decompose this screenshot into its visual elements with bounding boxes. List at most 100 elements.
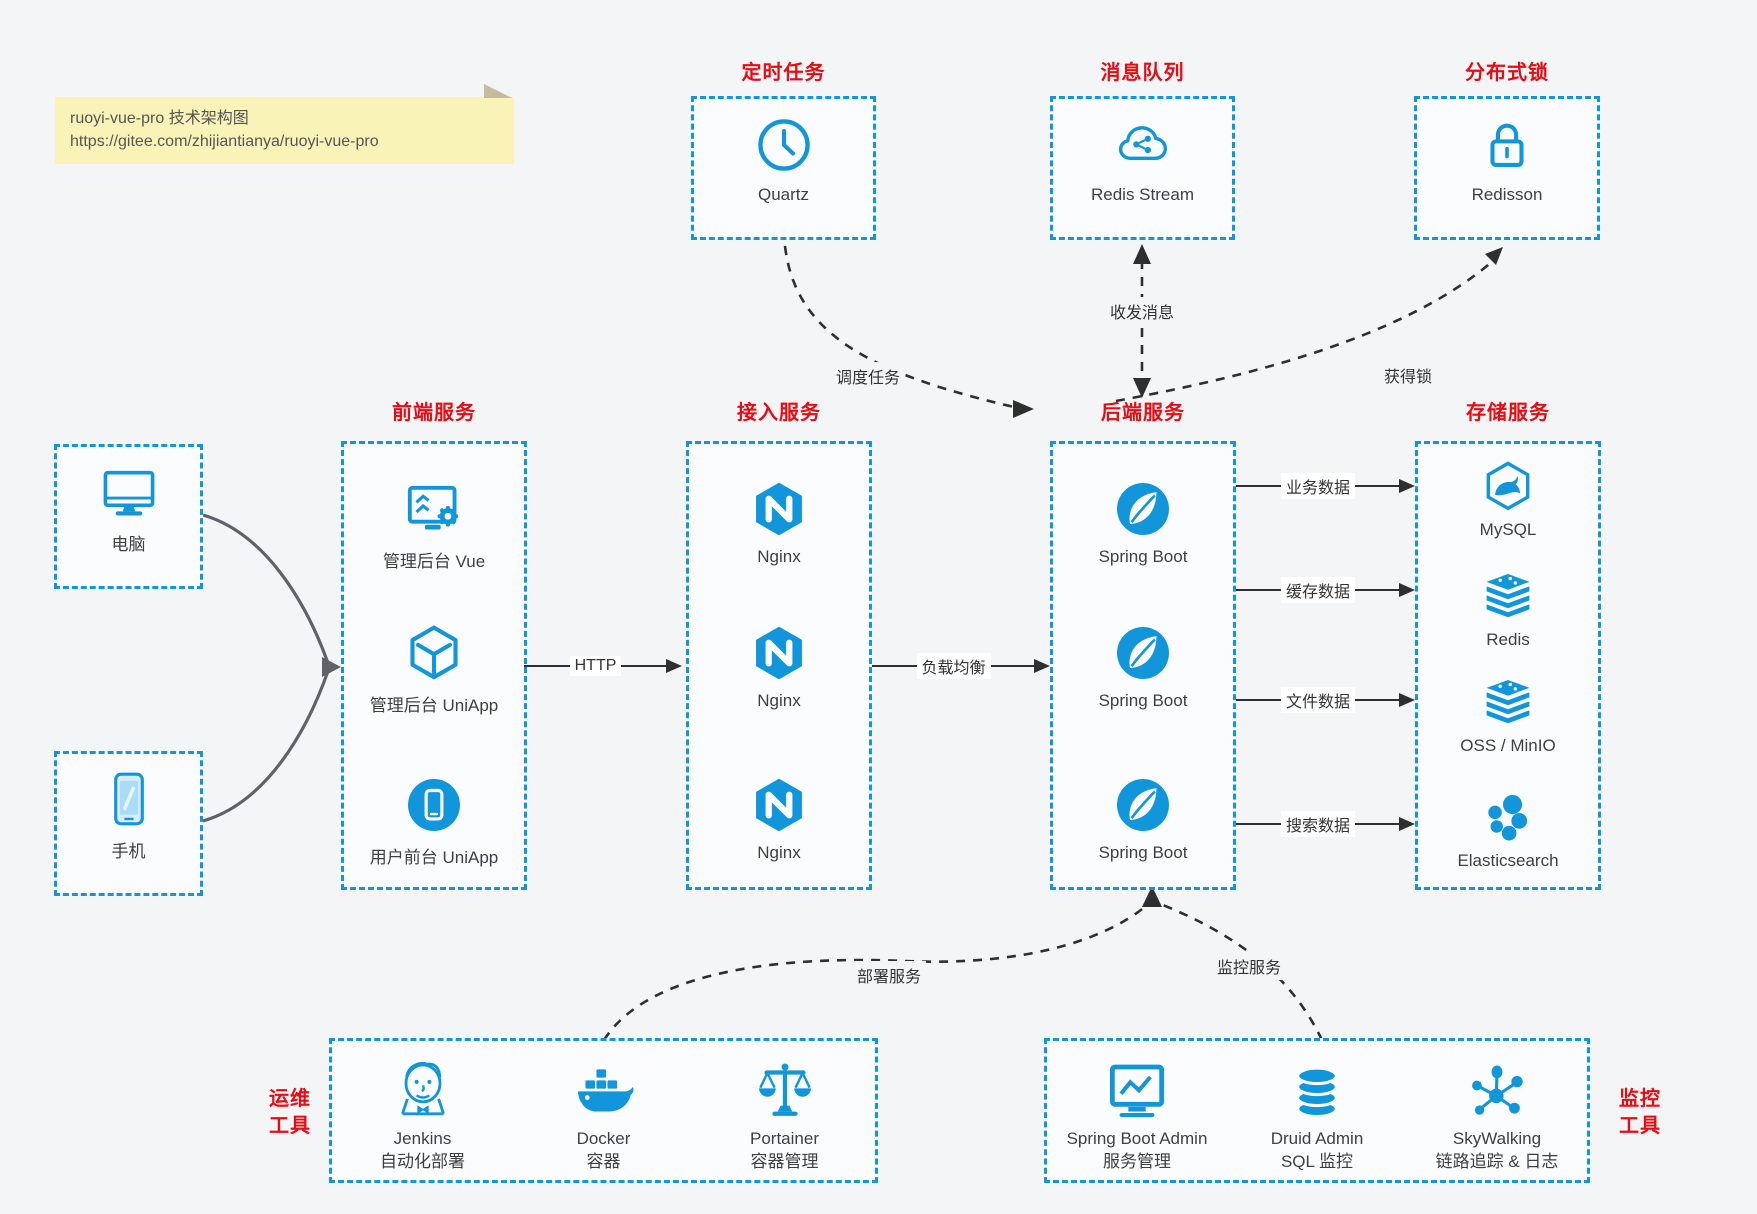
client-label: 电脑 [111, 535, 146, 554]
tech-label: Redis [1486, 630, 1530, 649]
oss-stack-icon [1486, 679, 1530, 724]
tool-subtitle: 容器 [586, 1152, 621, 1171]
tech-label: Spring Boot [1098, 547, 1188, 566]
tool-name: SkyWalking [1452, 1129, 1542, 1148]
tech-label: Nginx [757, 691, 801, 710]
edge-business-data: 业务数据 [1236, 473, 1416, 499]
side-title-ops-tools: 运维 工具 [258, 1086, 322, 1140]
arrowhead-http [666, 659, 682, 673]
tech-label: Redisson [1471, 185, 1543, 204]
arrowhead-load-balance [1034, 659, 1051, 673]
frontend-item-admin-vue: 管理后台 Vue [344, 480, 524, 572]
tech-label: Spring Boot [1098, 843, 1188, 862]
mysql-icon [1486, 461, 1530, 511]
edge-search-data: 搜索数据 [1236, 811, 1416, 837]
tech-label: 用户前台 UniApp [369, 848, 499, 867]
column-box-frontend: 管理后台 Vue 管理后台 UniApp 用户前台 UniApp [341, 441, 527, 890]
monitor-item-spring-boot-admin: Spring Boot Admin 服务管理 [1047, 1051, 1227, 1173]
clock-icon [757, 119, 810, 171]
nginx-icon [756, 626, 802, 680]
tool-subtitle: 链路追踪 & 日志 [1435, 1152, 1559, 1171]
spring-boot-icon [1117, 779, 1169, 831]
tech-label: Redis Stream [1091, 185, 1194, 204]
edge-label-search-data: 搜索数据 [1281, 811, 1356, 837]
column-title-backend: 后端服务 [1101, 402, 1185, 424]
storage-item-mysql: MySQL [1418, 460, 1598, 540]
nginx-icon [756, 778, 802, 832]
edge-load-balance: 负载均衡 [872, 653, 1051, 679]
spring-boot-icon [1117, 627, 1169, 679]
tool-subtitle: SQL 监控 [1280, 1152, 1354, 1171]
edge-label-deploy-service: 部署服务 [851, 961, 927, 989]
client-box-desktop: 电脑 [54, 444, 203, 589]
group-box-message-queue: Redis Stream [1050, 96, 1235, 240]
arrowhead-cache-data [1399, 583, 1416, 597]
tech-label: 管理后台 UniApp [369, 696, 499, 715]
arrowhead-mq-down [1133, 378, 1151, 398]
edge-desktop-to-frontend [202, 513, 330, 664]
tech-label: Spring Boot [1098, 691, 1188, 710]
note-url: https://gitee.com/zhijiantianya/ruoyi-vu… [70, 133, 379, 150]
tool-subtitle: 自动化部署 [380, 1152, 465, 1171]
column-title-frontend: 前端服务 [392, 402, 476, 424]
arrowhead-schedule [1013, 400, 1034, 418]
redis-stream-cloud-icon [1118, 126, 1167, 160]
desktop-icon [103, 470, 154, 516]
admin-vue-icon [407, 485, 459, 530]
tech-label: Nginx [757, 547, 801, 566]
tech-label: MySQL [1479, 520, 1537, 539]
tech-label: Nginx [757, 843, 801, 862]
monitor-item-skywalking: SkyWalking 链路追踪 & 日志 [1407, 1051, 1587, 1173]
tech-label: Elasticsearch [1457, 851, 1559, 870]
edge-http: HTTP [524, 654, 682, 678]
note-title: ruoyi-vue-pro 技术架构图 [70, 110, 249, 127]
group-box-scheduled-task: Quartz [691, 96, 876, 240]
side-title-line: 工具 [1619, 1115, 1661, 1137]
frontend-item-admin-uniapp: 管理后台 UniApp [344, 624, 524, 716]
tool-subtitle: 容器管理 [750, 1152, 819, 1171]
user-uniapp-icon [408, 779, 460, 831]
docker-icon [577, 1069, 633, 1112]
tech-label: 管理后台 Vue [382, 552, 486, 571]
gateway-item-nginx-3: Nginx [689, 776, 869, 863]
storage-item-elasticsearch: Elasticsearch [1418, 791, 1598, 871]
ops-item-jenkins: Jenkins 自动化部署 [332, 1051, 513, 1173]
arrowhead-mq-up [1133, 244, 1151, 264]
side-title-monitor-tools: 监控 工具 [1608, 1086, 1672, 1140]
client-label: 手机 [111, 842, 146, 861]
tool-subtitle: 服务管理 [1103, 1152, 1171, 1171]
arrowhead-business-data [1399, 479, 1416, 493]
edge-phone-to-frontend [202, 670, 330, 823]
ops-item-portainer: Portainer 容器管理 [694, 1051, 875, 1173]
frontend-item-user-uniapp: 用户前台 UniApp [344, 776, 524, 868]
group-box-ops-tools: Jenkins 自动化部署 Docker 容器 [329, 1038, 878, 1183]
storage-item-oss-minio: OSS / MinIO [1418, 676, 1598, 756]
smartphone-icon [113, 772, 144, 826]
arrowhead-frontend [322, 657, 341, 677]
group-title-distributed-lock: 分布式锁 [1465, 62, 1549, 84]
edge-file-data: 文件数据 [1236, 687, 1416, 713]
nginx-icon [756, 482, 802, 536]
uniapp-cube-icon [410, 625, 458, 680]
tool-name: Portainer [750, 1129, 819, 1148]
edge-label-monitor-service: 监控服务 [1211, 952, 1287, 980]
edge-label-business-data: 业务数据 [1281, 473, 1356, 499]
edge-cache-data: 缓存数据 [1236, 577, 1416, 603]
side-title-line: 运维 [269, 1088, 311, 1110]
column-title-gateway: 接入服务 [737, 402, 821, 424]
arrowhead-file-data [1399, 693, 1416, 707]
spring-boot-icon [1117, 483, 1169, 535]
client-box-phone: 手机 [54, 751, 203, 896]
lock-icon [1490, 123, 1524, 167]
gateway-item-nginx-2: Nginx [689, 624, 869, 711]
edge-label-schedule-task: 调度任务 [830, 362, 906, 390]
group-title-scheduled-task: 定时任务 [741, 62, 826, 84]
redis-stack-icon [1486, 573, 1530, 618]
group-box-monitor-tools: Spring Boot Admin 服务管理 Druid Admin SQL 监… [1044, 1038, 1590, 1183]
edge-acquire-lock [1115, 259, 1495, 403]
edge-label-cache-data: 缓存数据 [1281, 577, 1356, 603]
group-title-message-queue: 消息队列 [1100, 62, 1185, 84]
tool-name: Jenkins [393, 1129, 452, 1148]
edge-label-http: HTTP [569, 656, 622, 676]
